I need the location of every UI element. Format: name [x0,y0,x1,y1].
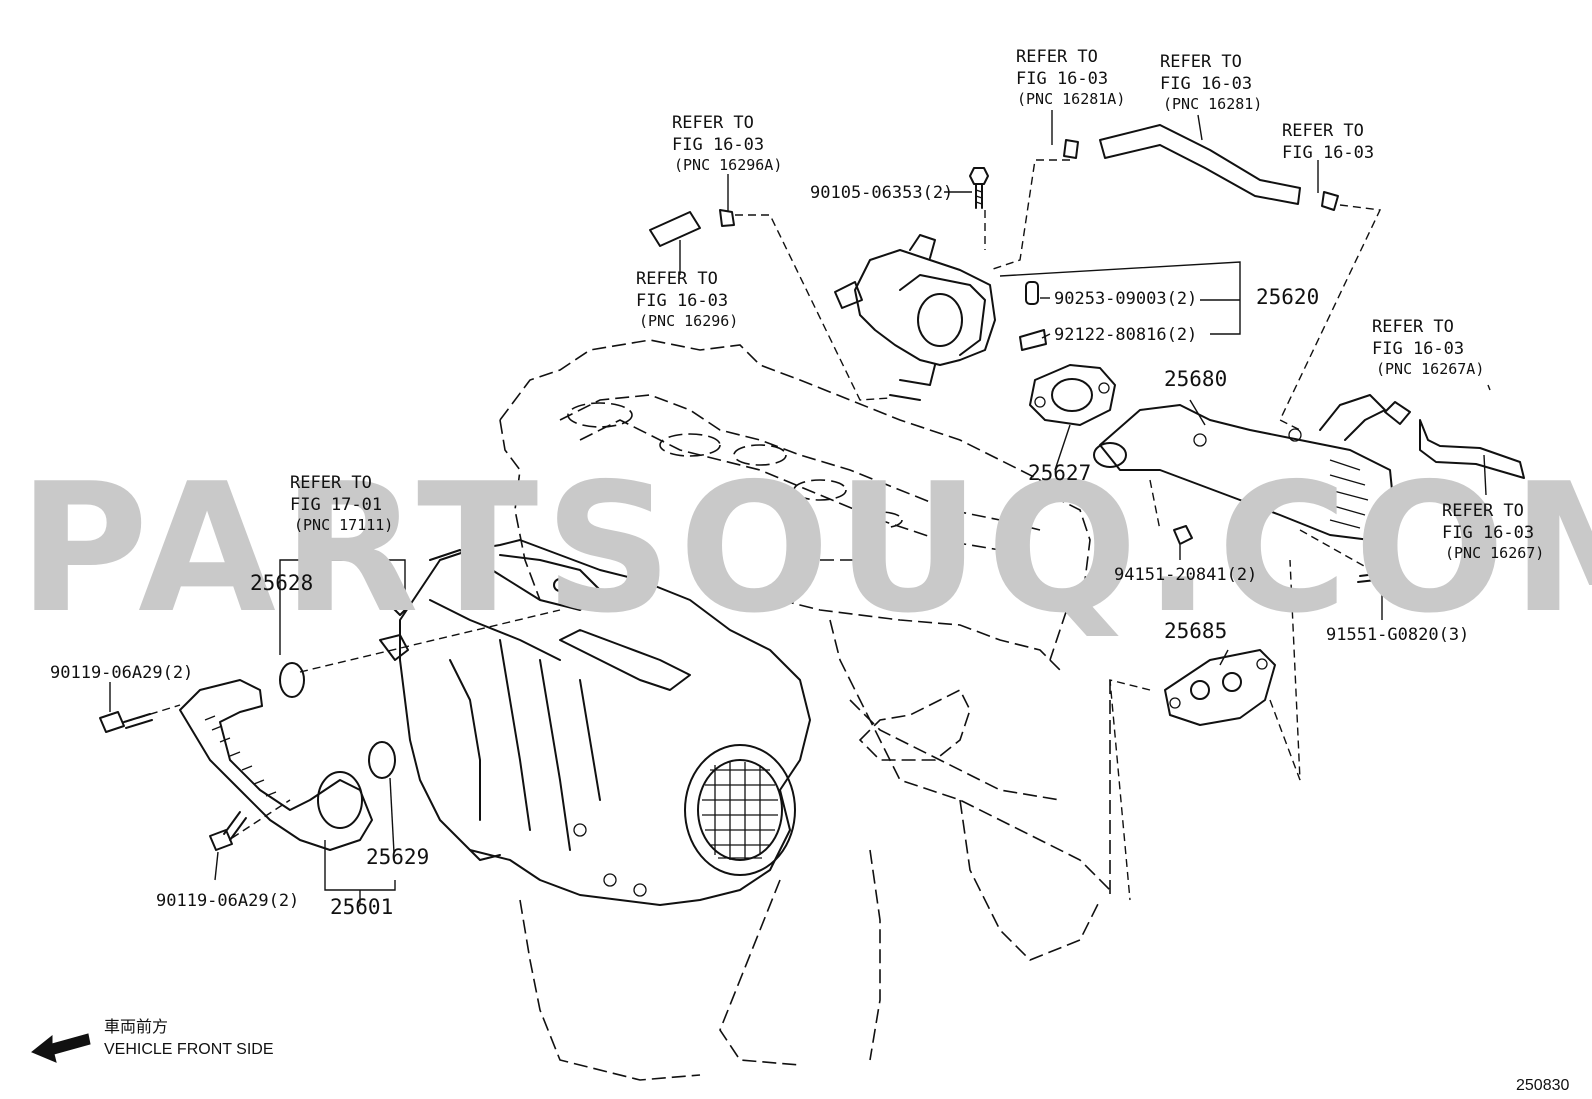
callout-line: REFER TO [1016,47,1098,67]
callout-line: REFER TO [1442,501,1524,521]
callout-line: REFER TO [1282,121,1364,141]
callout-line: FIG 16-03 [1372,339,1464,359]
gasket-25685 [1164,649,1276,726]
callout-fig-16-03: REFER TO FIG 16-03 [1282,121,1374,163]
part-label-90119-06A29-lower[interactable]: 90119-06A29(2) [156,891,299,911]
leader-lines [109,110,1491,905]
callout-line: REFER TO [1160,52,1242,72]
callout-pnc-16281a: REFER TO FIG 16-03 (PNC 16281A) [1016,47,1125,108]
callout-pnc-16267: REFER TO FIG 16-03 (PNC 16267) [1442,501,1544,562]
part-label-25601[interactable]: 25601 [330,895,393,919]
callout-line: FIG 16-03 [636,291,728,311]
egr-valve [834,234,996,401]
part-label-91551-G0820[interactable]: 91551-G0820(3) [1326,625,1469,645]
part-label-25685[interactable]: 25685 [1164,619,1227,643]
part-label-90105-06353[interactable]: 90105-06353(2) [810,183,953,203]
callout-pnc-16296a: REFER TO FIG 16-03 (PNC 16296A) [672,113,782,174]
part-label-94151-20841[interactable]: 94151-20841(2) [1114,565,1257,585]
direction-label-english: VEHICLE FRONT SIDE [104,1041,274,1058]
callout-line: (PNC 16281A) [1017,90,1125,108]
assembly-lines [124,159,1382,901]
part-label-25628[interactable]: 25628 [250,571,313,595]
callout-line: REFER TO [290,473,372,493]
direction-label-japanese: 車両前方 [104,1018,168,1036]
engine-outline [499,339,1111,1081]
callout-line: REFER TO [672,113,754,133]
part-label-25627[interactable]: 25627 [1028,461,1091,485]
callout-line: FIG 16-03 [1016,69,1108,89]
callout-line: (PNC 17111) [294,516,393,534]
callout-pnc-16296: REFER TO FIG 16-03 (PNC 16296) [636,269,738,330]
hoses-and-clamps [649,124,1525,479]
callout-line: (PNC 16296) [639,312,738,330]
callout-line: REFER TO [636,269,718,289]
callout-pnc-16267a: REFER TO FIG 16-03 (PNC 16267A) [1372,317,1484,378]
callout-line: FIG 16-03 [1160,74,1252,94]
intake-manifold [379,539,811,906]
part-label-25629[interactable]: 25629 [366,845,429,869]
callout-line: FIG 16-03 [1282,143,1374,163]
direction-arrow-icon [31,1033,91,1063]
figure-number: 250830 [1516,1077,1569,1094]
callout-line: FIG 17-01 [290,495,382,515]
callout-pnc-16281: REFER TO FIG 16-03 (PNC 16281) [1160,52,1262,113]
part-label-90253-09003[interactable]: 90253-09003(2) [1054,289,1197,309]
vehicle-front-indicator: 車両前方 VEHICLE FRONT SIDE [31,1018,274,1063]
callout-line: REFER TO [1372,317,1454,337]
part-label-25680[interactable]: 25680 [1164,367,1227,391]
callout-pnc-17111: REFER TO FIG 17-01 (PNC 17111) [290,473,393,534]
callout-line: (PNC 16267A) [1376,360,1484,378]
egr-cooler-25680 [1093,394,1396,541]
part-label-90119-06A29-upper[interactable]: 90119-06A29(2) [50,663,193,683]
egr-fasteners [969,167,1047,351]
callout-line: (PNC 16281) [1163,95,1262,113]
callout-line: (PNC 16267) [1445,544,1544,562]
watermark: PARTSOUQ.COM [18,445,1592,652]
callout-line: (PNC 16296A) [674,156,782,174]
gasket-25627 [1029,364,1116,426]
pipe-25601 [99,662,396,851]
callout-line: FIG 16-03 [1442,523,1534,543]
cooler-fasteners [1173,525,1393,587]
callout-line: FIG 16-03 [672,135,764,155]
part-label-25620[interactable]: 25620 [1256,285,1319,309]
part-label-92122-80816[interactable]: 92122-80816(2) [1054,325,1197,345]
